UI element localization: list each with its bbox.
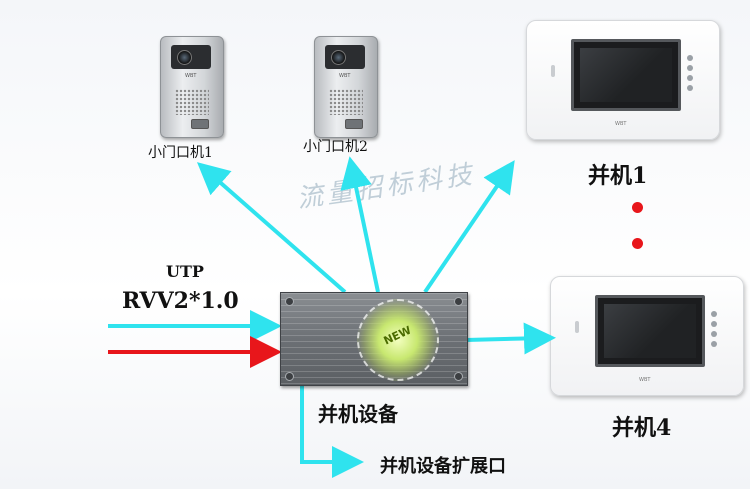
brand-text: WBT (615, 121, 627, 127)
call-button-graphic (345, 119, 363, 129)
camera-panel (325, 45, 365, 69)
speaker-grille (329, 89, 363, 115)
screw (285, 372, 294, 381)
monitor-4-label: 并机4 (612, 415, 672, 441)
mic-graphic (551, 65, 555, 77)
arrow-to-monitor-1 (423, 160, 515, 294)
arrow-to-expansion (300, 384, 364, 478)
arrow-to-monitor-4 (465, 322, 556, 355)
quality-seal: NEW (357, 299, 439, 381)
mic-graphic (575, 321, 579, 333)
screw (454, 297, 463, 306)
brand-text: WBT (339, 73, 351, 79)
camera-icon (177, 50, 192, 65)
brand-text: WBT (639, 377, 651, 383)
arrow-to-door-2 (340, 156, 380, 293)
ellipsis-dot-1 (632, 202, 643, 213)
door-station-1: WBT (160, 36, 224, 138)
arrow-to-door-1 (196, 162, 347, 294)
device-label: 并机设备 (318, 402, 398, 426)
monitor-4: WBT (550, 276, 744, 396)
parallel-device: NEW (280, 292, 468, 386)
expansion-port-label: 并机设备扩展口 (380, 456, 506, 477)
camera-icon (331, 50, 346, 65)
utp-label: UTP (166, 262, 204, 281)
door-station-2: WBT (314, 36, 378, 138)
monitor-1: WBT (526, 20, 720, 140)
monitor-screen (595, 295, 705, 367)
speaker-grille (175, 89, 209, 115)
rvv-label: RVV2*1.0 (122, 288, 239, 314)
ellipsis-dot-2 (632, 238, 643, 249)
door-station-2-label: 小门口机2 (303, 139, 368, 155)
door-station-1-label: 小门口机1 (148, 145, 213, 161)
seal-text: NEW (381, 323, 414, 348)
call-button-graphic (191, 119, 209, 129)
monitor-screen (571, 39, 681, 111)
screw (454, 372, 463, 381)
monitor-buttons (687, 55, 695, 95)
camera-panel (171, 45, 211, 69)
monitor-buttons (711, 311, 719, 351)
brand-text: WBT (185, 73, 197, 79)
screw (285, 297, 294, 306)
monitor-1-label: 并机1 (588, 163, 648, 189)
